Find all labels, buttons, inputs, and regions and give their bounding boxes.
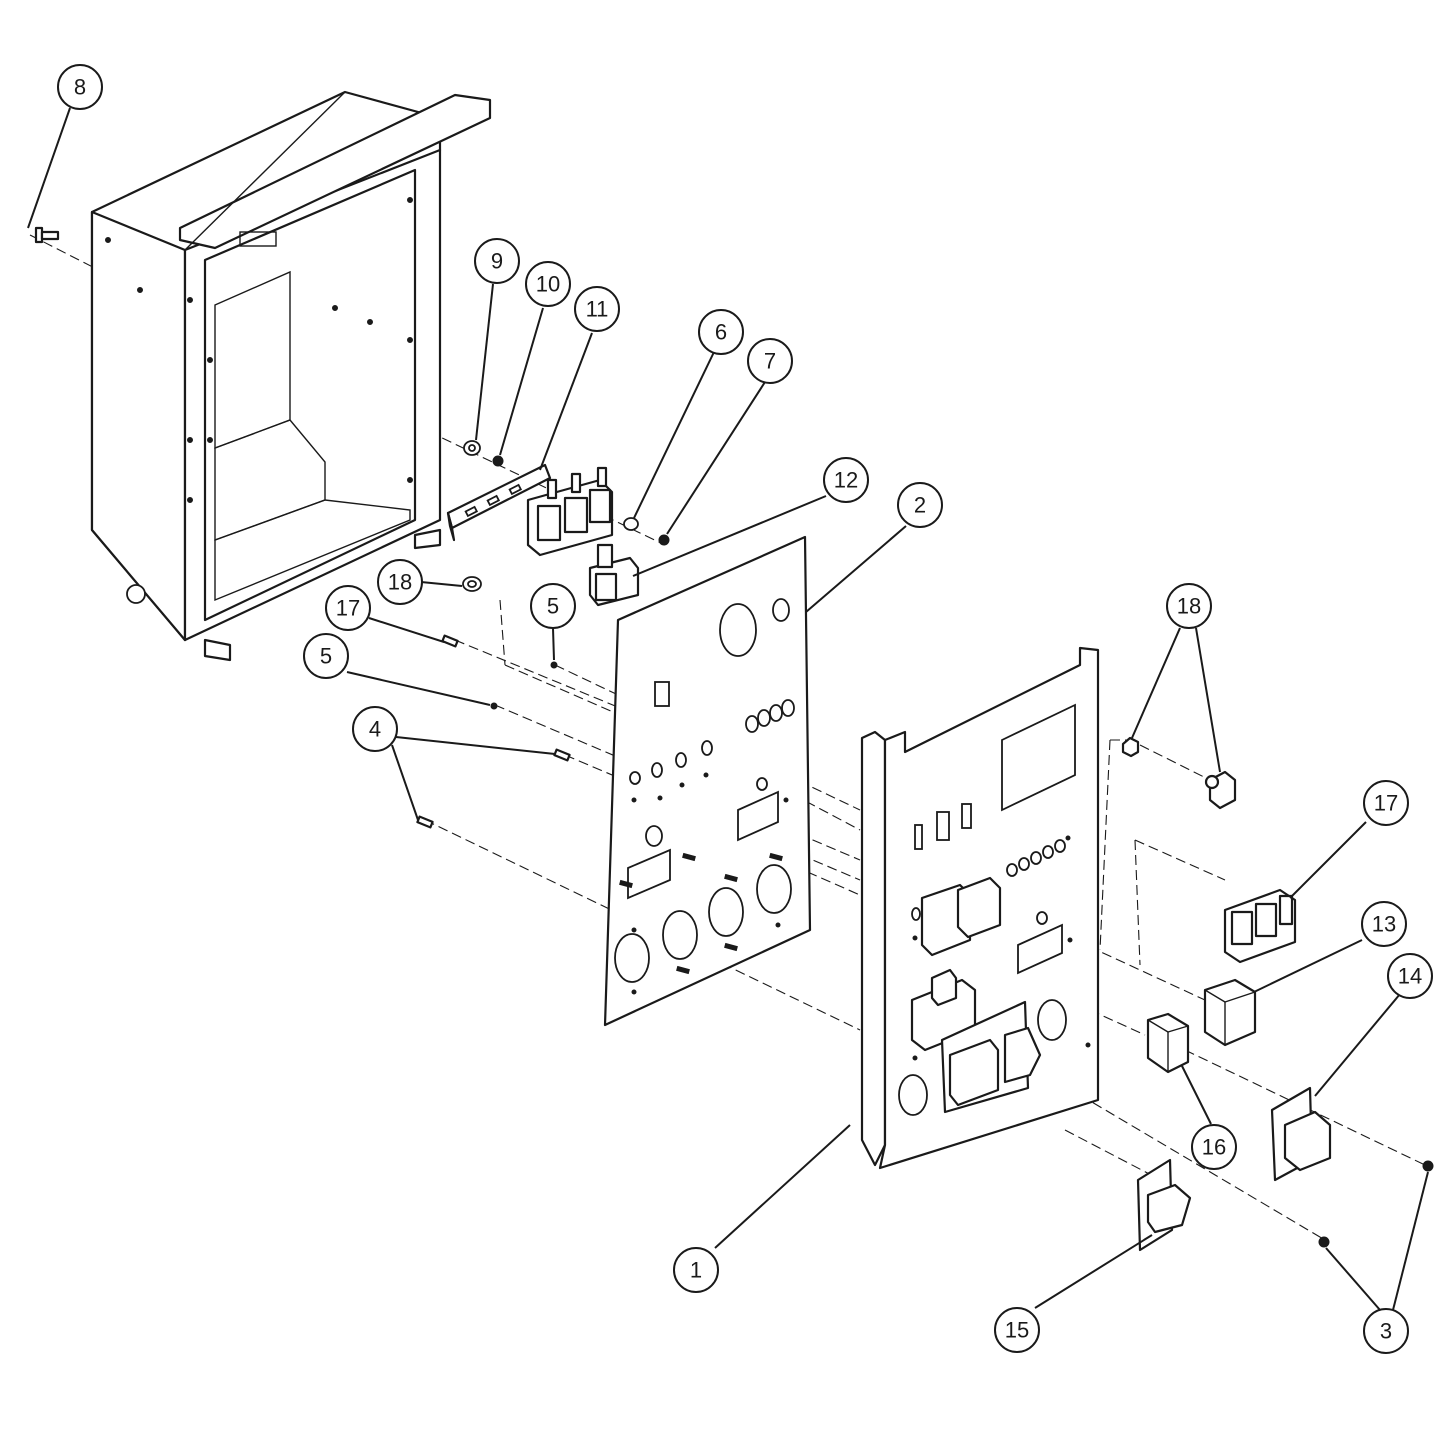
callout-16: 16: [1191, 1124, 1237, 1170]
washer-part-9: [463, 440, 481, 456]
callout-18-right: 18: [1166, 583, 1212, 629]
nuts-part-3: [1318, 1160, 1434, 1248]
relay-part-16: [1146, 1012, 1190, 1074]
relay-part-12: [588, 543, 640, 607]
callout-7: 7: [747, 338, 793, 384]
switch-part-18-right: [1204, 770, 1237, 810]
grommet-part-18-right: [1121, 736, 1140, 758]
svg-text:2: 2: [914, 493, 926, 518]
svg-text:9: 9: [491, 249, 503, 274]
din-rail-part-11: [446, 463, 552, 542]
callout-14: 14: [1387, 953, 1433, 999]
svg-text:4: 4: [369, 717, 381, 742]
relay-part-13: [1203, 978, 1257, 1047]
svg-text:16: 16: [1202, 1135, 1226, 1160]
svg-text:13: 13: [1372, 912, 1396, 937]
svg-text:7: 7: [764, 349, 776, 374]
callout-17-right: 17: [1363, 780, 1409, 826]
svg-text:11: 11: [586, 297, 609, 322]
callout-13: 13: [1361, 901, 1407, 947]
screw-part-8: [34, 226, 60, 244]
callout-15: 15: [994, 1307, 1040, 1353]
screw-part-4-upper: [553, 748, 571, 762]
svg-text:5: 5: [547, 594, 559, 619]
svg-text:10: 10: [536, 272, 560, 297]
leader-lines: [27, 107, 1429, 1311]
screw-part-5-lower: [490, 702, 498, 710]
relay-part-17-right: [1223, 888, 1297, 964]
washer-part-6: [623, 517, 639, 531]
callout-8: 8: [57, 64, 103, 110]
relay-block: [526, 466, 614, 557]
enclosure-box: [90, 90, 492, 662]
svg-text:12: 12: [834, 468, 858, 493]
svg-text:14: 14: [1398, 964, 1422, 989]
receptacle-part-14: [1270, 1086, 1332, 1182]
callout-9: 9: [474, 238, 520, 284]
front-cover-panel-part-2: [603, 535, 812, 1027]
svg-text:8: 8: [74, 75, 86, 100]
callout-3: 3: [1363, 1308, 1409, 1354]
svg-text:15: 15: [1005, 1318, 1029, 1343]
nut-part-7: [658, 534, 670, 546]
svg-text:18: 18: [1177, 594, 1201, 619]
back-panel-part-1: [860, 646, 1100, 1170]
callout-2: 2: [897, 482, 943, 528]
callout-11: 11: [574, 286, 620, 332]
grommet-part-18-left: [462, 576, 482, 592]
svg-text:17: 17: [336, 596, 360, 621]
screw-part-5-upper: [550, 661, 558, 669]
callout-17-left: 17: [325, 585, 371, 631]
callout-6: 6: [698, 309, 744, 355]
callout-4: 4: [352, 706, 398, 752]
callout-10: 10: [525, 261, 571, 307]
svg-text:6: 6: [715, 320, 727, 345]
svg-text:18: 18: [388, 570, 412, 595]
svg-text:17: 17: [1374, 791, 1398, 816]
receptacle-part-15: [1136, 1158, 1192, 1252]
screw-part-4-lower: [416, 815, 434, 829]
callout-12: 12: [823, 457, 869, 503]
screw-part-17-left: [441, 634, 459, 648]
callout-1: 1: [673, 1247, 719, 1293]
svg-text:1: 1: [690, 1258, 702, 1283]
callout-5-lower: 5: [303, 633, 349, 679]
callout-18-left: 18: [377, 559, 423, 605]
callout-5-upper: 5: [530, 583, 576, 629]
svg-text:5: 5: [320, 644, 332, 669]
svg-text:3: 3: [1380, 1319, 1392, 1344]
nut-part-10: [492, 455, 504, 467]
